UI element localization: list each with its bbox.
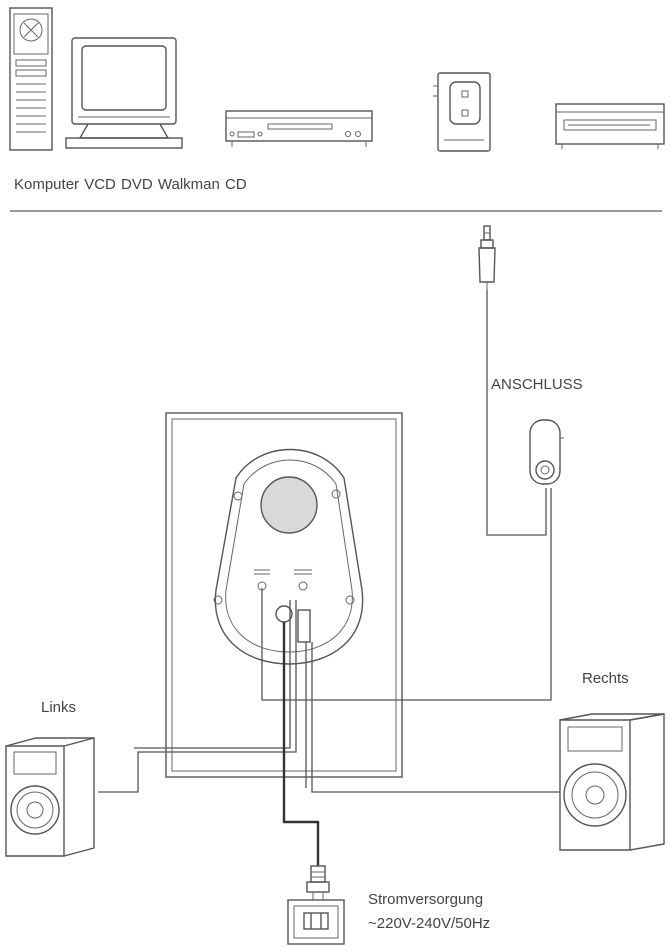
power-socket-icon [287, 899, 345, 945]
computer-tower-icon [9, 7, 53, 151]
rca-connector [529, 419, 564, 485]
right-speaker-cable [311, 642, 560, 793]
dvd-player-icon [225, 110, 373, 147]
power-plug-icon [306, 865, 330, 900]
source-devices-label: Komputer VCD DVD Walkman CD [14, 176, 247, 193]
power-cable [282, 622, 320, 866]
left-speaker-label: Links [41, 699, 77, 716]
input-cable-right [261, 488, 552, 701]
right-speaker-label: Rechts [582, 670, 629, 687]
subwoofer-panel [165, 412, 403, 778]
anschluss-label: ANSCHLUSS [491, 376, 583, 393]
right-speaker-icon [559, 713, 665, 851]
input-cable [486, 290, 547, 536]
left-speaker-cable-2 [134, 600, 291, 749]
volume-knob-icon [260, 476, 318, 534]
power-supply-label: Stromversorgung [368, 891, 484, 908]
audio-jack-icon [478, 225, 496, 290]
walkman-icon [433, 72, 491, 152]
left-speaker-icon [5, 737, 95, 857]
left-speaker-cable [98, 600, 297, 793]
power-voltage-label: ~220V-240V/50Hz [368, 915, 491, 932]
crt-monitor-icon [65, 37, 183, 149]
cd-player-icon [555, 103, 665, 149]
